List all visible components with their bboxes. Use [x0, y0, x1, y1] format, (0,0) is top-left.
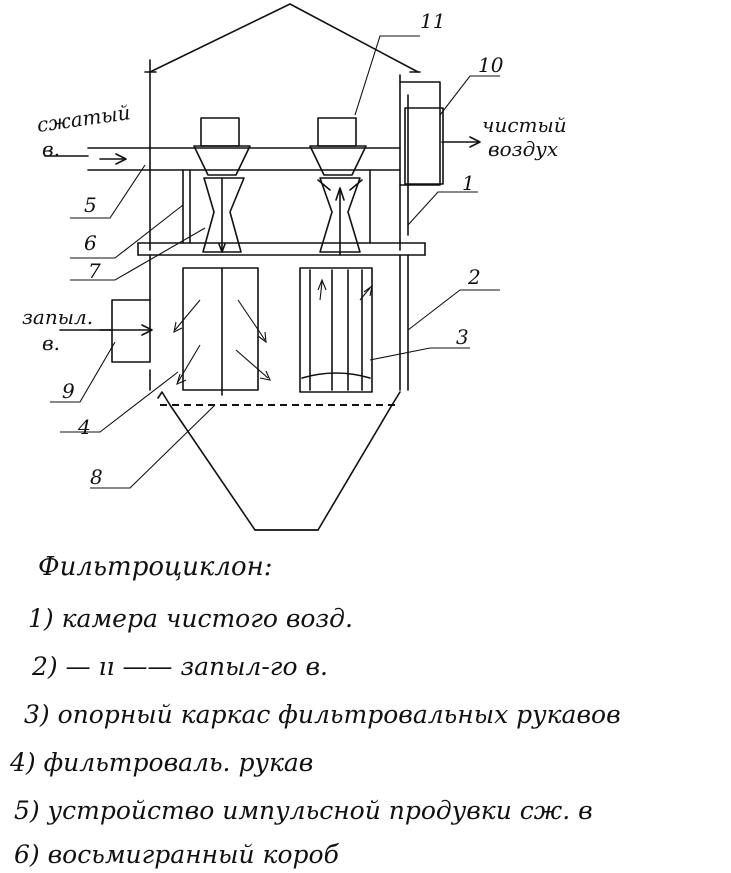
- clean-air-chamber: [399, 81, 441, 236]
- callout-8: 8: [90, 465, 103, 489]
- legend-item-5: 5) устройство импульсной продувки сж. в: [14, 796, 593, 825]
- legend-item-6: 6) восьмигранный короб: [14, 840, 339, 869]
- compressed-air-pipe: [87, 147, 401, 171]
- diagram-svg: сжатый в. чистый воздух запыл. в. 11 10 …: [22, 3, 567, 531]
- dusty-air-chamber: [149, 254, 409, 391]
- octagonal-box: [182, 169, 371, 244]
- compressed-air-label-2: в.: [42, 137, 60, 161]
- legend-item-4: 4) фильтроваль. рукав: [10, 748, 314, 777]
- legend: Фильтроциклон: 1) камера чистого возд. 2…: [0, 540, 731, 873]
- external-arrows: [44, 136, 481, 331]
- left-filter-bag: [173, 267, 271, 396]
- dusty-air-inlet: [99, 299, 153, 363]
- callout-1: 1: [462, 171, 475, 195]
- dusty-air-label-2: в.: [42, 331, 60, 355]
- left-nozzle: [193, 117, 251, 253]
- callout-4: 4: [77, 415, 91, 439]
- dusty-air-label-1: запыл.: [22, 305, 93, 329]
- callout-5: 5: [84, 193, 97, 217]
- legend-title: Фильтроциклон:: [38, 552, 273, 582]
- right-nozzle: [309, 117, 367, 256]
- callout-6: 6: [84, 231, 97, 255]
- clean-air-label-1: чистый: [482, 113, 567, 137]
- leader-lines: [50, 35, 500, 489]
- callout-3: 3: [456, 325, 469, 349]
- legend-item-1: 1) камера чистого возд.: [28, 604, 353, 633]
- callout-11: 11: [420, 9, 445, 33]
- callout-2: 2: [467, 265, 481, 289]
- hopper: [157, 391, 401, 531]
- callout-9: 9: [62, 379, 75, 403]
- legend-item-2: 2) — ıı —— запыл-го в.: [32, 652, 328, 681]
- legend-item-3: 3) опорный каркас фильтровальных рукавов: [24, 700, 621, 729]
- callout-10: 10: [478, 53, 504, 77]
- filter-cyclone-diagram: сжатый в. чистый воздух запыл. в. 11 10 …: [22, 3, 567, 531]
- compressed-air-label-1: сжатый: [35, 100, 131, 137]
- callout-7: 7: [88, 259, 101, 283]
- right-filter-bags: [299, 267, 373, 393]
- clean-air-label-2: воздух: [488, 137, 558, 161]
- clean-air-outlet: [404, 107, 444, 185]
- tube-sheet: [137, 242, 426, 256]
